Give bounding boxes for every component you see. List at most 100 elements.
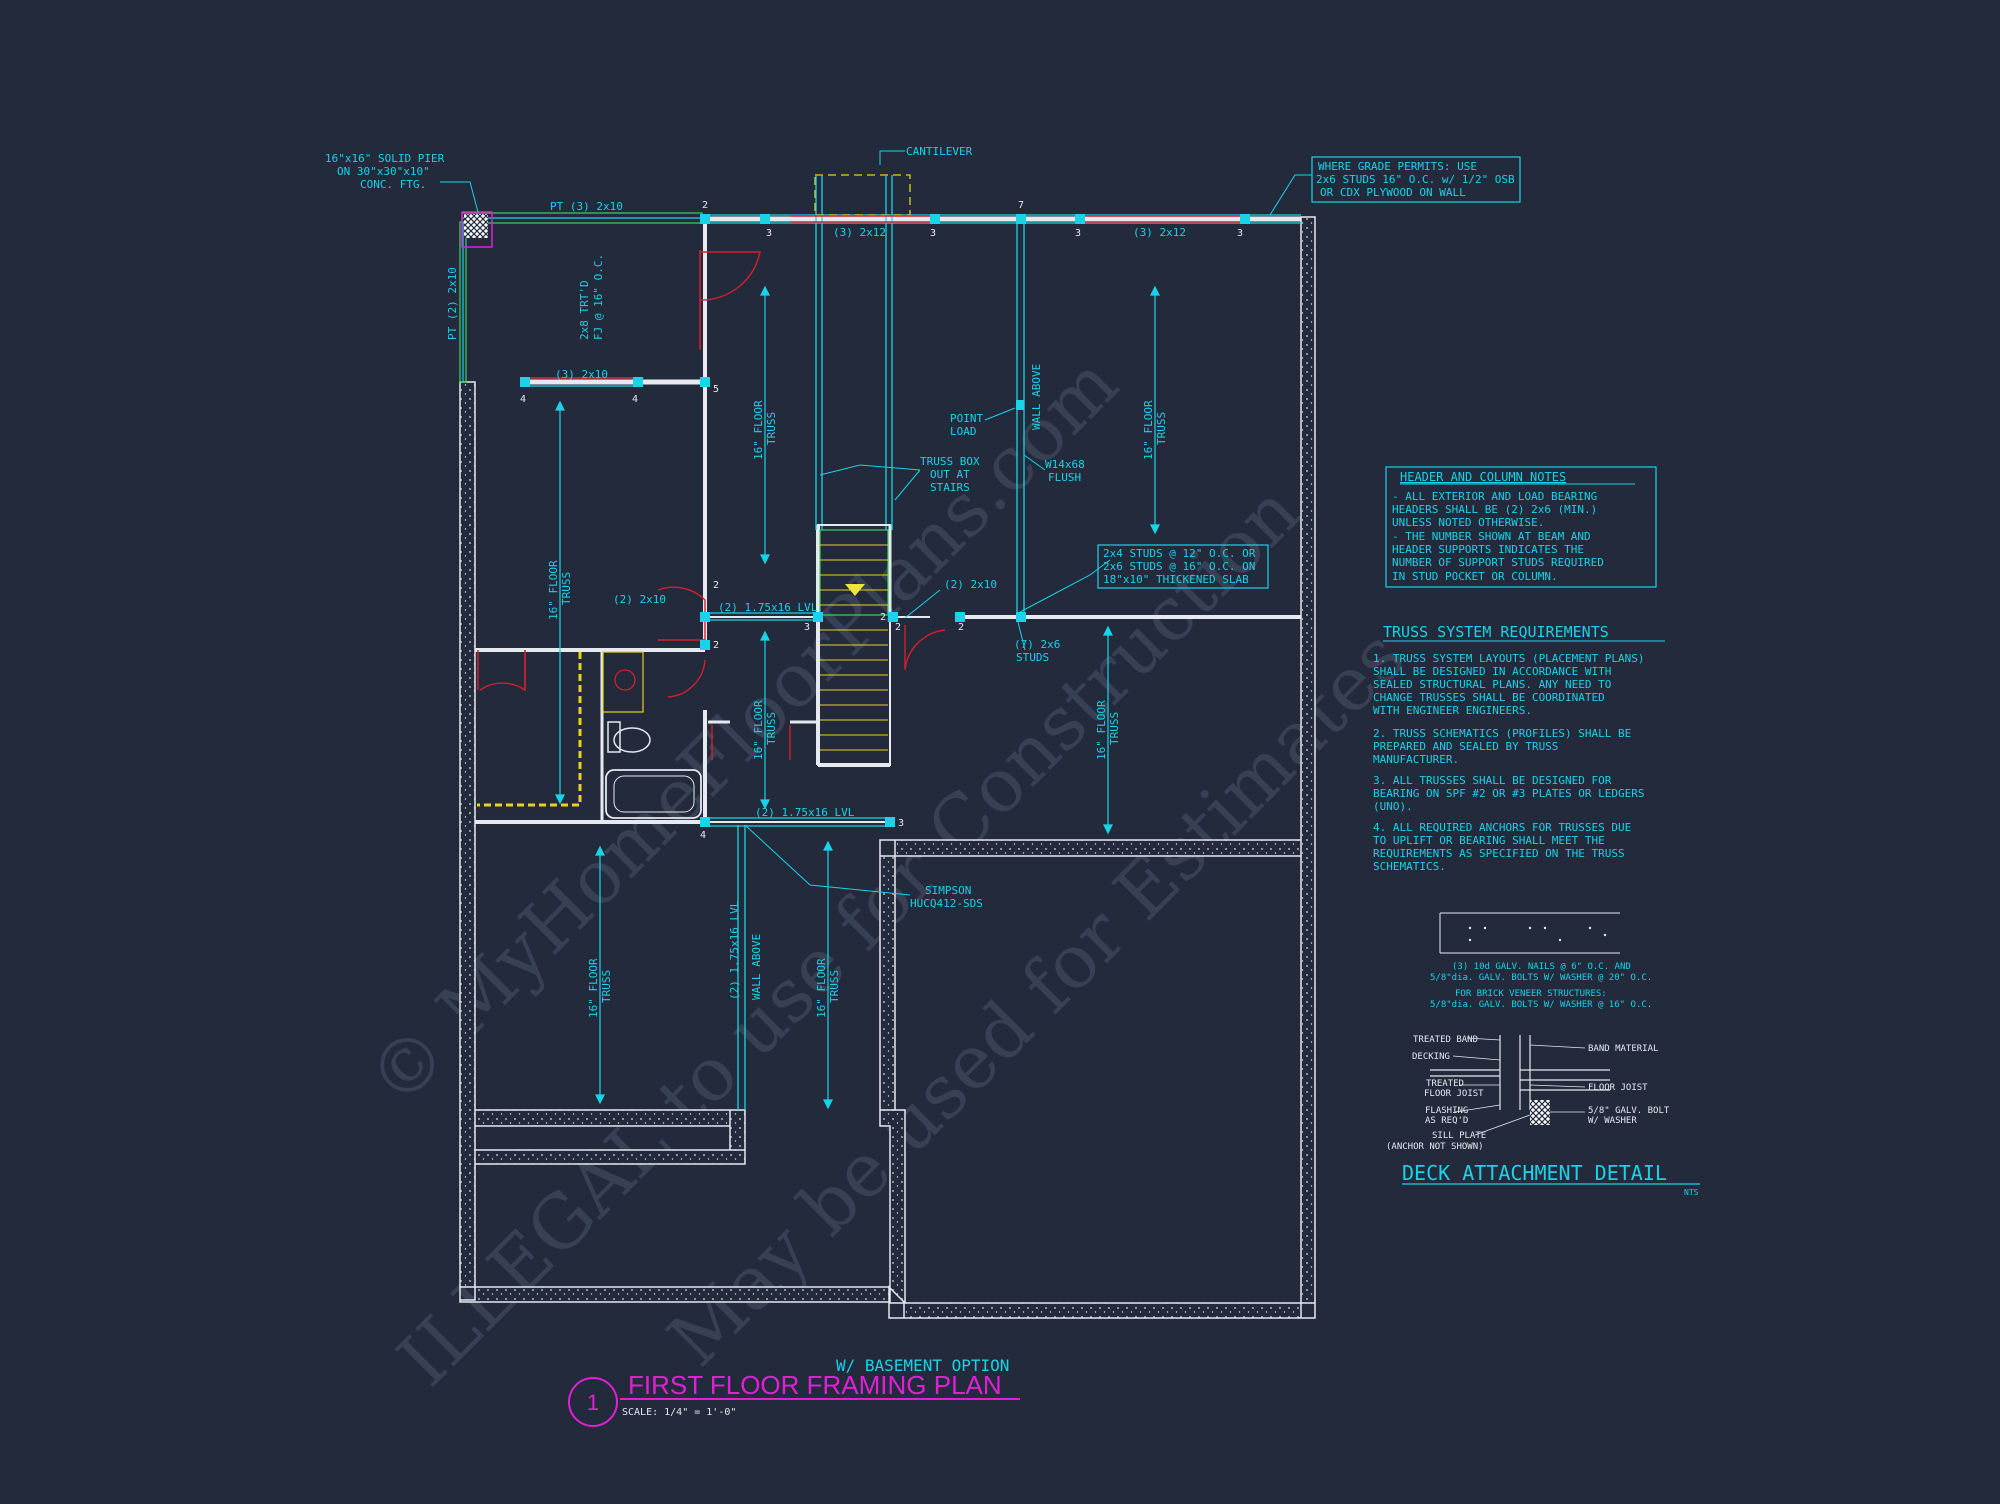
deck-label-left: SILL PLATE [1432,1131,1486,1141]
support-number: 5 [713,384,719,395]
support-number: 2 [880,612,886,623]
deck-label-left: DECKING [1412,1052,1450,1062]
support-number: 4 [700,830,706,841]
deck-detail-title: DECK ATTACHMENT DETAIL [1402,1161,1667,1185]
deck-detail-nts: NTS [1684,1188,1699,1197]
truss-req-line: MANUFACTURER. [1373,753,1459,766]
header-notes-line: - THE NUMBER SHOWN AT BEAM AND [1392,530,1591,543]
truss-box-line-2: OUT AT [930,468,970,481]
header-column-notes: HEADER AND COLUMN NOTES - ALL EXTERIOR A… [1385,466,1657,588]
drawing-title: FIRST FLOOR FRAMING PLAN [628,1370,1002,1400]
sink-icon [614,669,636,691]
support-number: 4 [520,394,526,405]
truss-label: 16" FLOOR [1142,400,1155,460]
truss-requirements: TRUSS SYSTEM REQUIREMENTS 1. TRUSS SYSTE… [1373,623,1665,873]
truss-label: TRUSS [765,712,778,745]
deck-label-left: (ANCHOR NOT SHOWN) [1386,1142,1484,1152]
seven-studs-line-1: (7) 2x6 [1014,638,1060,651]
cantilever-callout: CANTILEVER [906,145,973,158]
truss-req-line: REQUIREMENTS AS SPECIFIED ON THE TRUSS [1373,847,1625,860]
truss-req-line: (UNO). [1373,800,1413,813]
foundation-walls [459,216,1316,1319]
truss-box-line-3: STAIRS [930,481,970,494]
beam-label-2x10-right: (2) 2x10 [944,578,997,591]
door-swings [479,251,946,760]
callouts: 16"x16" SOLID PIER ON 30"x30"x10" CONC. … [325,145,1521,910]
simpson-line-1: SIMPSON [925,884,971,897]
truss-label: TRUSS [600,970,613,1003]
studs-note-line-1: 2x4 STUDS @ 12" O.C. OR [1103,547,1256,560]
header-notes-title: HEADER AND COLUMN NOTES [1400,470,1566,484]
deck-label-left: FLASHING [1425,1106,1468,1116]
grade-permits-line-2: 2x6 STUDS 16" O.C. w/ 1/2" OSB [1316,173,1515,186]
header-notes-line: UNLESS NOTED OTHERWISE. [1392,516,1544,529]
beam-label-wall-above-lower: WALL ABOVE [750,934,763,1000]
point-load-line-2: LOAD [950,425,977,438]
deck-label-right: BAND MATERIAL [1588,1044,1658,1054]
support-number: 7 [1018,200,1024,211]
stair-arrow-icon [845,584,865,596]
deck-label-right: W/ WASHER [1588,1116,1637,1126]
truss-req-line: 2. TRUSS SCHEMATICS (PROFILES) SHALL BE [1373,727,1631,740]
truss-req-line: 4. ALL REQUIRED ANCHORS FOR TRUSSES DUE [1373,821,1631,834]
support-number: 3 [930,228,936,239]
beam-labels: PT (3) 2x10 PT (2) 2x10 2x8 TRT'D FJ @ 1… [446,200,1186,1000]
truss-req-line: 3. ALL TRUSSES SHALL BE DESIGNED FOR [1373,774,1612,787]
pier-callout-line-1: 16"x16" SOLID PIER [325,152,445,165]
support-number: 3 [1075,228,1081,239]
truss-req-line: BEARING ON SPF #2 OR #3 PLATES OR LEDGER… [1373,787,1645,800]
toilet-icon [613,727,651,753]
point-load-line-1: POINT [950,412,983,425]
header-notes-line: - ALL EXTERIOR AND LOAD BEARING [1392,490,1597,503]
header-notes-line: HEADER SUPPORTS INDICATES THE [1392,543,1584,556]
drawing-scale: SCALE: 1/4" = 1'-0" [622,1407,736,1418]
studs-note-line-3: 18"x10" THICKENED SLAB [1103,573,1249,586]
deck-label-right: 5/8" GALV. BOLT [1588,1106,1670,1116]
deck-note-line: FOR BRICK VENEER STRUCTURES: [1455,989,1607,999]
drawing-subtitle: W/ BASEMENT OPTION [836,1356,1009,1375]
deck-note-line: (3) 10d GALV. NAILS @ 6" O.C. AND [1452,962,1631,972]
drawing-number-bubble [568,1377,618,1427]
foundation-wall-outline [459,216,1316,1319]
support-number: 3 [1237,228,1243,239]
support-number: 2 [713,580,719,591]
beam-label-lvl-upper: (2) 1.75x16 LVL [718,601,818,614]
title-block: 1 W/ BASEMENT OPTION FIRST FLOOR FRAMING… [568,1356,1020,1427]
grade-permits-line-3: OR CDX PLYWOOD ON WALL [1320,186,1466,199]
truss-req-line: CHANGE TRUSSES SHALL BE COORDINATED [1373,691,1605,704]
truss-labels: 16" FLOOR TRUSS 16" FLOOR TRUSS 16" FLOO… [547,400,1168,1018]
truss-req-line: WITH ENGINEER ENGINEERS. [1373,704,1532,717]
truss-requirements-title: TRUSS SYSTEM REQUIREMENTS [1383,623,1609,641]
deck-framing [459,211,703,383]
truss-req-line: SCHEMATICS. [1373,860,1446,873]
support-number: 4 [632,394,638,405]
deck-attachment-detail: (3) 10d GALV. NAILS @ 6" O.C. AND 5/8"di… [1386,912,1700,1197]
header-notes-line: IN STUD POCKET OR COLUMN. [1392,570,1558,583]
truss-label: TRUSS [560,572,573,605]
deck-label-left: FLOOR JOIST [1424,1089,1484,1099]
truss-label: TRUSS [1155,412,1168,445]
support-number: 2 [713,640,719,651]
support-number: 3 [804,622,810,633]
beam-label-header-c: (3) 2x10 [555,368,608,381]
beam-label-pt-left: PT (2) 2x10 [446,267,459,340]
beam-label-pt-joist-1: 2x8 TRT'D [578,280,591,340]
support-number: 3 [898,818,904,829]
truss-label: TRUSS [828,970,841,1003]
simpson-line-2: HUCQ412-SDS [910,897,983,910]
grade-permits-line-1: WHERE GRADE PERMITS: USE [1318,160,1477,173]
truss-req-line: SEALED STRUCTURAL PLANS. ANY NEED TO [1373,678,1611,691]
beam-label-header-a: (3) 2x12 [833,226,886,239]
stair [817,524,891,766]
studs-note-line-2: 2x6 STUDS @ 16" O.C. ON [1103,560,1255,573]
drawing-number: 1 [587,1390,599,1415]
bathtub-icon [605,769,702,819]
support-number: 2 [895,622,901,633]
bathroom [477,651,702,819]
truss-label: 16" FLOOR [587,958,600,1018]
truss-req-line: 1. TRUSS SYSTEM LAYOUTS (PLACEMENT PLANS… [1373,652,1645,665]
beam-flush-line-1: W14x68 [1045,458,1085,471]
support-number: 2 [958,622,964,633]
truss-arrows [555,285,1160,1110]
